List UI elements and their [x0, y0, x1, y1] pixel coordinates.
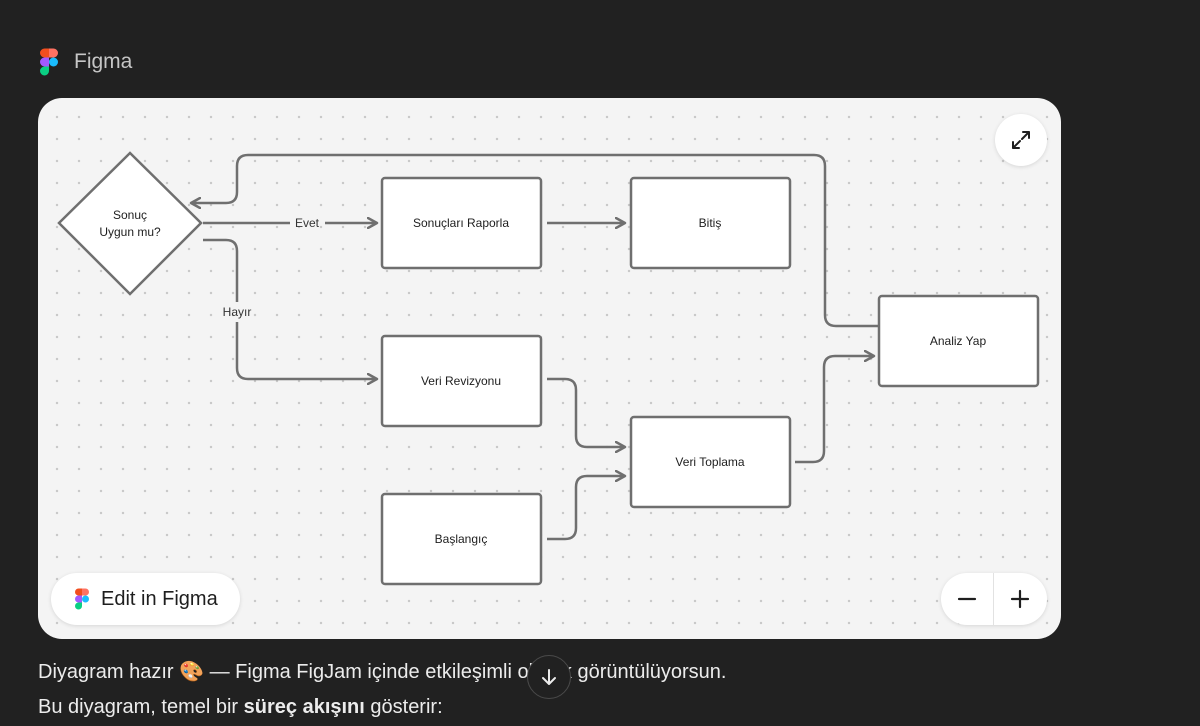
- figjam-embed[interactable]: Sonuç Uygun mu? Sonuçları Raporla Bitiş …: [38, 98, 1061, 639]
- edge-decision-to-revision: [203, 238, 377, 379]
- arrow-down-icon: [542, 669, 556, 685]
- node-start[interactable]: [380, 492, 543, 586]
- figma-logo-icon: [75, 588, 89, 610]
- node-revision[interactable]: [380, 334, 543, 428]
- edit-in-figma-button[interactable]: Edit in Figma: [51, 573, 240, 625]
- diagram-canvas[interactable]: Sonuç Uygun mu? Sonuçları Raporla Bitiş …: [38, 98, 1061, 639]
- node-analyze[interactable]: [877, 294, 1040, 388]
- scroll-to-bottom-button[interactable]: [527, 655, 571, 699]
- node-report[interactable]: [380, 176, 543, 270]
- zoom-in-button[interactable]: [994, 573, 1046, 625]
- node-decision[interactable]: [57, 151, 203, 296]
- message-line-2: Bu diyagram, temel bir süreç akışını gös…: [38, 696, 443, 719]
- expand-icon: [1012, 131, 1030, 149]
- plus-icon: [1010, 589, 1030, 609]
- start-label: Başlangıç: [435, 532, 488, 546]
- revision-label: Veri Revizyonu: [421, 374, 501, 388]
- edge-analyze-to-decision: [191, 153, 879, 328]
- figma-logo-icon: [40, 48, 58, 76]
- expand-button[interactable]: [995, 114, 1047, 166]
- minus-icon: [957, 597, 977, 601]
- zoom-divider: [993, 573, 994, 625]
- message-line-2-end: gösterir:: [364, 696, 443, 718]
- edit-in-figma-label: Edit in Figma: [101, 587, 218, 610]
- message-line-2-bold: süreç akışını: [243, 696, 365, 718]
- node-end[interactable]: [629, 176, 792, 270]
- edge-collect-to-analyze: [795, 356, 874, 464]
- report-label: Sonuçları Raporla: [413, 216, 509, 230]
- zoom-controls: [941, 573, 1047, 625]
- analyze-label: Analiz Yap: [930, 334, 987, 348]
- node-collect[interactable]: [629, 415, 792, 509]
- collect-label: Veri Toplama: [675, 455, 744, 469]
- end-label: Bitiş: [699, 216, 722, 230]
- message-line-1: Diyagram hazır 🎨 — Figma FigJam içinde e…: [38, 661, 727, 683]
- edge-label-no: Hayır: [223, 305, 252, 319]
- message-line-2-text: Bu diyagram, temel bir: [38, 696, 244, 718]
- edge-start-to-collect: [547, 476, 625, 541]
- edge-revision-to-collect: [547, 377, 625, 447]
- decision-label-line2: Uygun mu?: [99, 225, 161, 239]
- header-title: Figma: [74, 50, 133, 73]
- zoom-out-button[interactable]: [941, 573, 993, 625]
- edge-label-yes: Evet: [295, 216, 320, 230]
- decision-label-line1: Sonuç: [113, 208, 147, 222]
- embed-header: Figma: [40, 46, 132, 78]
